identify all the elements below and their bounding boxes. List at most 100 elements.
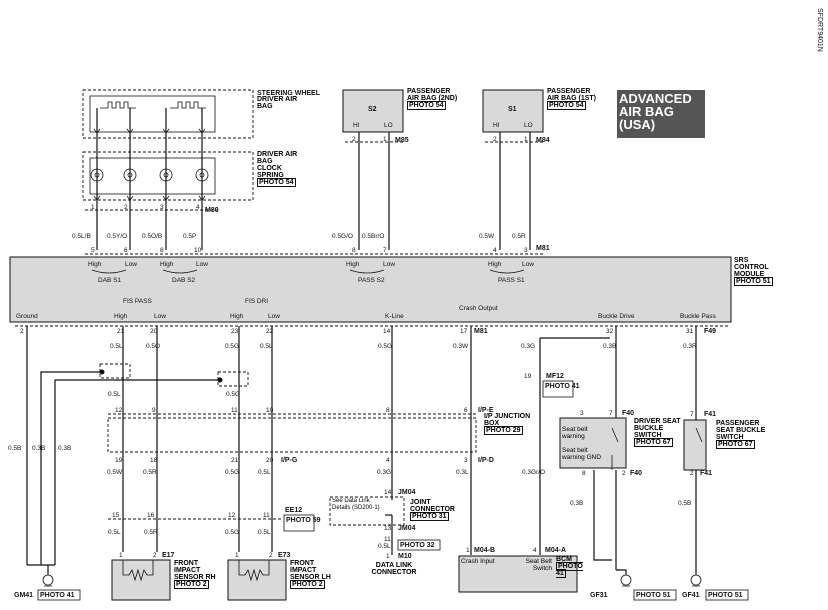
pab-s1-label: S1: [508, 106, 517, 113]
svg-text:19: 19: [115, 457, 123, 464]
svg-text:FIS DRI: FIS DRI: [245, 298, 268, 305]
diagram-code: SFDRT9401N: [816, 8, 823, 52]
svg-text:4: 4: [386, 457, 390, 464]
svg-text:21: 21: [117, 328, 125, 335]
pin: 13: [384, 525, 392, 532]
squib-icon-1: [100, 101, 136, 109]
svg-text:6: 6: [464, 407, 468, 414]
svg-text:12: 12: [228, 512, 236, 519]
svg-text:32: 32: [606, 328, 614, 335]
gf31-photo: [633, 589, 677, 601]
pin: 4: [493, 247, 497, 254]
lo-label: LO: [384, 122, 393, 129]
ee12-photo: [283, 514, 315, 532]
svg-text:0.5L: 0.5L: [258, 469, 271, 476]
svg-text:F49: F49: [704, 328, 716, 335]
module-pins: 2 21 20 23 22 14 17 M81 32 31 F49: [20, 328, 716, 335]
svg-text:0.5R: 0.5R: [144, 529, 158, 536]
svg-text:11: 11: [231, 407, 238, 414]
svg-text:22: 22: [266, 328, 274, 335]
svg-text:20: 20: [150, 328, 158, 335]
pin: 1: [466, 547, 470, 554]
svg-text:I/P-E: I/P-E: [478, 407, 494, 414]
switch-contact-icon: [611, 427, 619, 470]
pin: 8: [160, 247, 164, 254]
pin: 2: [352, 136, 356, 143]
ip-junction-box: [107, 417, 477, 453]
svg-text:0.5G: 0.5G: [378, 343, 392, 350]
lower-wire-labels: 0.5L 0.5O 0.5G 0.5L 0.5G 0.3W 0.3G 0.3B …: [8, 343, 697, 550]
pin: 1: [383, 136, 387, 143]
passenger-wires: [345, 132, 543, 250]
wire-label: 0.5Y/O: [107, 233, 127, 240]
srs-control-module: [9, 256, 732, 323]
pin: 1: [386, 553, 390, 560]
svg-text:0.5G: 0.5G: [225, 529, 239, 536]
svg-text:I/P-G: I/P-G: [281, 457, 298, 464]
svg-text:Low: Low: [196, 261, 208, 268]
ip-junction-pins: 12 9 11 10 8 6 I/P-E 19 18 21 20 I/P-G 4…: [115, 407, 494, 464]
svg-text:Ground: Ground: [16, 313, 38, 320]
see-data-link: See Data Link Details (SD200-1): [332, 498, 380, 511]
gm41-photo-label: PHOTO 41: [40, 592, 75, 599]
svg-text:0.3B: 0.3B: [603, 343, 616, 350]
badge-text: ADVANCED AIR BAG (USA): [619, 92, 692, 132]
pab-s2-label: S2: [368, 106, 377, 113]
hi-label: HI: [353, 122, 360, 129]
pab-s1-title: PASSENGER AIR BAG (1ST)PHOTO 54: [547, 88, 596, 110]
connector-label: M85: [395, 137, 409, 144]
pin: 19: [524, 373, 532, 380]
pin: 1: [119, 552, 123, 559]
connector-label: M10: [398, 553, 412, 560]
wire-label: 0.5R: [512, 233, 526, 240]
connector-label: MF12: [546, 373, 564, 380]
driver-buckle-switch-box: [559, 417, 627, 469]
svg-text:0.3W: 0.3W: [453, 343, 469, 350]
pin: 8: [352, 247, 356, 254]
connector-label: E73: [278, 552, 291, 559]
gf31-photo-label: PHOTO 51: [636, 592, 671, 599]
svg-text:0.3G: 0.3G: [521, 343, 535, 350]
pin: 3: [524, 247, 528, 254]
pin: 2: [269, 552, 273, 559]
ee12-pins: 15 16 12 11 EE12: [112, 507, 302, 519]
svg-text:0.3B: 0.3B: [32, 445, 45, 452]
svg-text:Buckle Pass: Buckle Pass: [680, 313, 717, 320]
svg-text:0.5L: 0.5L: [378, 543, 391, 550]
svg-text:12: 12: [115, 407, 123, 414]
svg-text:High: High: [160, 261, 174, 268]
pin: 11: [384, 536, 391, 543]
m10-photo-label: PHOTO 32: [400, 542, 435, 549]
resistor-icon: [122, 560, 154, 582]
module-top-labels: High Low High Low DAB S1 DAB S2 High Low…: [88, 261, 534, 284]
svg-text:0.5G: 0.5G: [225, 343, 239, 350]
svg-text:14: 14: [383, 328, 391, 335]
svg-text:0.5L: 0.5L: [258, 529, 271, 536]
svg-text:20: 20: [266, 457, 274, 464]
svg-text:High: High: [88, 261, 102, 268]
crash-input-label: Crash Input: [461, 558, 495, 565]
resistor-icon: [238, 560, 270, 582]
passenger-buckle-switch-box: [683, 419, 707, 471]
pin: 4: [196, 204, 200, 211]
connector-label: GM41: [14, 592, 33, 599]
wire-label: 0.5G/O: [332, 233, 353, 240]
svg-text:0.5G: 0.5G: [226, 391, 240, 398]
svg-text:PASS S1: PASS S1: [498, 277, 525, 284]
connector-label: M80: [205, 207, 219, 214]
pin: 10: [194, 247, 202, 254]
pin: 7: [690, 411, 694, 418]
pin: 1: [235, 552, 239, 559]
pin: 1: [91, 204, 95, 211]
wire-label: 0.5O/B: [142, 233, 162, 240]
connector-label: JM04: [398, 489, 416, 496]
svg-text:10: 10: [266, 407, 274, 414]
wire-label: 0.5Br/O: [362, 233, 384, 240]
pin: 14: [384, 489, 392, 496]
svg-text:High: High: [488, 261, 502, 268]
svg-text:Low: Low: [125, 261, 137, 268]
svg-text:High: High: [346, 261, 360, 268]
